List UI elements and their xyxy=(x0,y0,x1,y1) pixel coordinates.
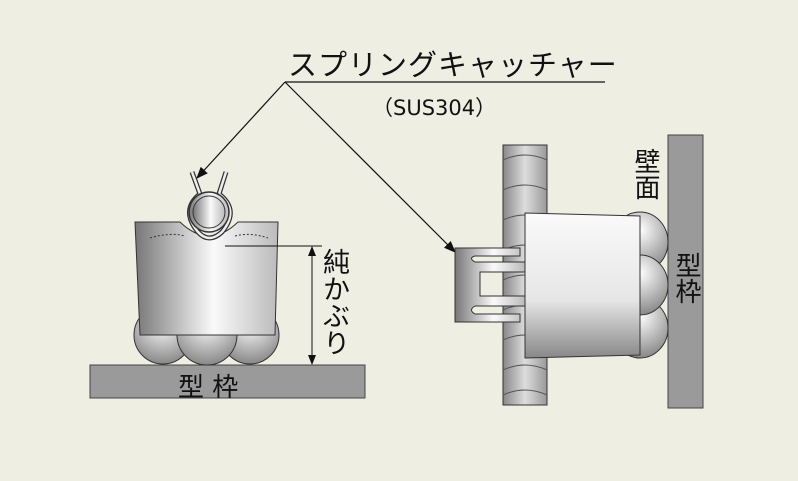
spring-catcher-left xyxy=(187,171,233,241)
formwork-label-left: 型 枠 xyxy=(178,373,239,403)
formwork-board-right xyxy=(667,134,704,409)
spacer-block-right xyxy=(524,211,669,359)
spring-catcher-right xyxy=(454,247,526,323)
formwork-label-right: 型枠 xyxy=(671,252,701,304)
spacer-block-left xyxy=(133,221,280,366)
cover-label: 純かぶり xyxy=(318,248,349,356)
leader-lines xyxy=(196,81,605,253)
formwork-board-left xyxy=(89,364,366,399)
product-title: スプリングキャッチャー xyxy=(288,48,618,82)
cover-dimension xyxy=(225,245,322,365)
wall-surface-label: 壁面 xyxy=(630,148,660,200)
material-label: （SUS304） xyxy=(372,96,497,120)
